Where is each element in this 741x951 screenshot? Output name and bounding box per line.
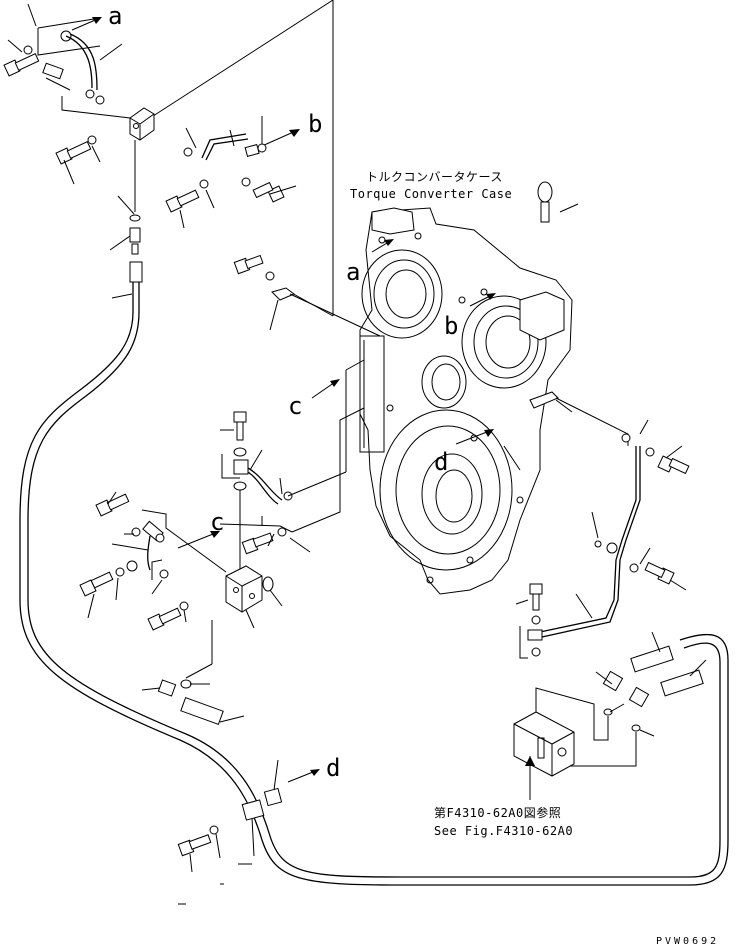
ref-label-c-lower: c xyxy=(210,508,225,536)
bolt-icon xyxy=(657,455,690,475)
case-label-jp: トルクコンバータケース xyxy=(366,170,503,184)
upper-middle-parts xyxy=(233,254,381,337)
bore-a-icon xyxy=(361,249,443,339)
bore-b-icon xyxy=(461,295,547,389)
bolt-icon xyxy=(241,532,274,555)
bolt-icon xyxy=(55,141,92,165)
arrow-a-icon xyxy=(71,17,102,31)
valve-assembly xyxy=(513,631,707,800)
bolt-icon xyxy=(79,571,114,597)
case-ref-label-d: d xyxy=(434,448,449,476)
bore-d-icon xyxy=(379,409,513,571)
bolt-icon xyxy=(529,583,543,611)
ref-label-c: c xyxy=(288,392,303,420)
ref-label-d: d xyxy=(326,754,341,782)
bolt-icon xyxy=(252,181,285,203)
bolt-icon xyxy=(95,493,130,517)
bolt-icon xyxy=(147,607,182,631)
bolt-icon xyxy=(3,53,40,77)
bolt-icon xyxy=(233,411,247,441)
middle-left-assembly xyxy=(79,359,365,679)
arrow-b-icon xyxy=(261,129,300,147)
bolt-icon xyxy=(644,561,675,585)
see-fig-label-jp: 第F4310-62A0図参照 xyxy=(434,806,562,820)
ref-label-b: b xyxy=(308,110,323,138)
right-tube-assembly xyxy=(503,397,690,659)
arrow-c-icon xyxy=(177,531,220,549)
see-fig-label-en: See Fig.F4310-62A0 xyxy=(434,824,574,838)
bolt-icon xyxy=(233,254,264,275)
case-ref-arrows xyxy=(311,239,496,445)
drawing-code: PVW0692 xyxy=(656,936,720,947)
torque-converter-case xyxy=(359,181,579,595)
lifting-eye-icon xyxy=(537,181,579,223)
arrow-d-icon xyxy=(287,769,320,783)
bolt-icon xyxy=(177,834,212,857)
case-label-en: Torque Converter Case xyxy=(350,187,513,201)
ref-label-a: a xyxy=(108,2,123,30)
bolt-icon xyxy=(165,189,200,213)
valve-block-icon xyxy=(225,565,263,613)
case-ref-label-b: b xyxy=(444,312,459,340)
valve-block-icon xyxy=(513,711,575,777)
top-left-assembly xyxy=(3,0,334,317)
bottom-left-assembly xyxy=(141,679,320,905)
valve-block-icon xyxy=(129,107,155,141)
case-ref-label-a: a xyxy=(346,258,361,286)
hose-loop xyxy=(19,311,729,886)
